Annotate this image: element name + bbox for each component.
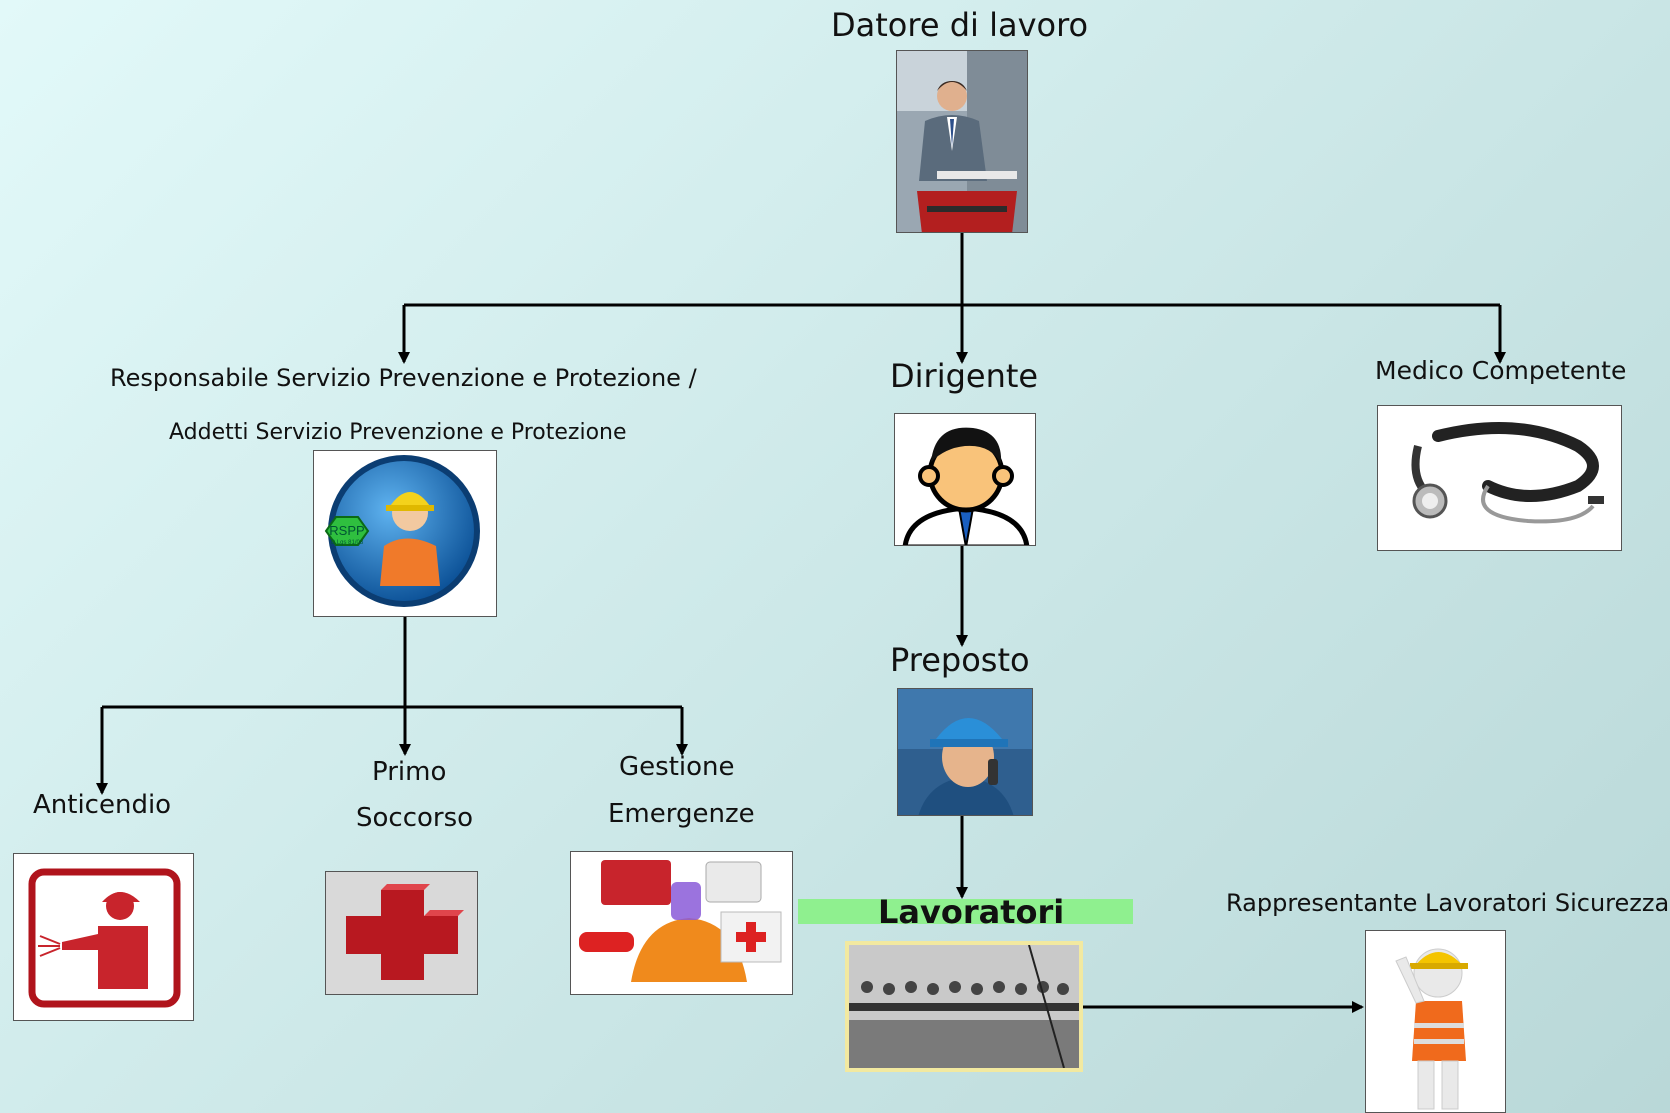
emergency-equipment-icon [571, 852, 792, 994]
rls-image-box [1365, 930, 1506, 1113]
primo-soccorso-image-box [325, 871, 478, 995]
rls-label: Rappresentante Lavoratori Sicurezza [1226, 889, 1670, 917]
rspp-badge-text: RSPP [329, 523, 364, 538]
rspp-badge-subtext: D.Lgs 81/08 [331, 540, 364, 546]
rspp-label-line1: Responsabile Servizio Prevenzione e Prot… [110, 364, 697, 392]
primo-label-line2: Soccorso [356, 803, 474, 833]
gestione-label-line1: Gestione [619, 752, 735, 782]
lavoratori-label: Lavoratori [878, 893, 1065, 931]
gestione-emergenze-image-box [570, 851, 793, 995]
rspp-worker-icon: RSPP D.Lgs 81/08 [324, 455, 480, 607]
lavoratori-photo [845, 941, 1083, 1072]
datore-photo [896, 50, 1028, 233]
medico-image-box [1377, 405, 1622, 551]
dirigente-image-box [894, 413, 1036, 546]
businessman-image [897, 51, 1027, 232]
firefighter-icon [28, 868, 181, 1008]
preposto-photo [897, 688, 1033, 816]
lavoratori-highlight [798, 899, 1133, 924]
gestione-label-line2: Emergenze [608, 799, 755, 829]
red-cross-icon [326, 872, 477, 994]
preposto-label: Preposto [890, 641, 1030, 679]
primo-label-line1: Primo [372, 757, 447, 787]
anticendio-label: Anticendio [33, 790, 172, 820]
safety-worker-icon [1366, 931, 1505, 1112]
rspp-image-box: RSPP D.Lgs 81/08 [313, 450, 497, 617]
stethoscope-icon [1378, 406, 1621, 550]
manager-avatar-icon [895, 414, 1035, 545]
datore-label: Datore di lavoro [831, 6, 1089, 44]
dirigente-label: Dirigente [890, 357, 1039, 395]
workers-on-beam-image [849, 945, 1079, 1068]
rspp-label-line2: Addetti Servizio Prevenzione e Protezion… [169, 420, 627, 445]
foreman-image [898, 689, 1032, 815]
anticendio-image-box [13, 853, 194, 1021]
medico-label: Medico Competente [1375, 356, 1627, 385]
